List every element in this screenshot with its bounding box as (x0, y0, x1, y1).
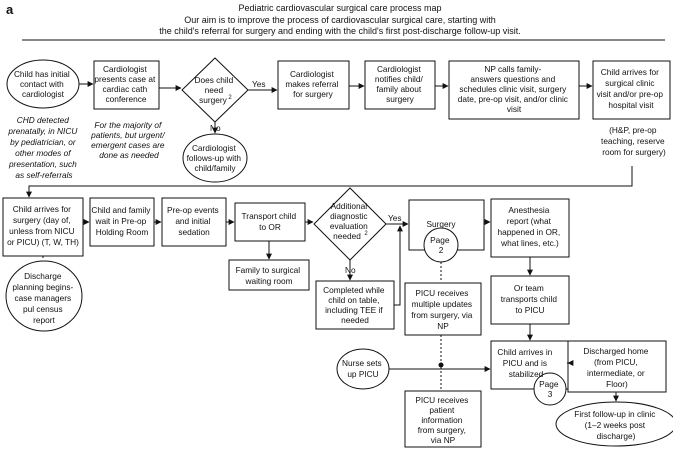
additional-eval-text: Additional diagnostic evaluation needed (330, 201, 370, 241)
cardio-follow-text: Cardiologist follows-up with child/famil… (187, 143, 244, 173)
majority-note-text: For the majority of patients, but urgent… (90, 120, 167, 160)
np-calls-text: NP calls family- answers questions and s… (458, 64, 571, 114)
aim-line-2: the child's referral for surgery and end… (159, 26, 521, 36)
additional-eval-superscript: 2 (364, 231, 368, 237)
panel-label: a (6, 2, 14, 17)
transport-or-text: Transport child to OR (242, 211, 299, 232)
cardio-presents-text: Cardiologist presents case at cardiac ca… (94, 64, 157, 104)
anesthesia-report-text: Anesthesia report (what happened in OR, … (497, 205, 562, 248)
holding-room-box (89, 197, 155, 247)
anesthesia-report-box (490, 198, 570, 258)
page3-connector (533, 372, 567, 406)
completed-table-text: Completed while child on table, includin… (323, 285, 387, 325)
arrives-picu-text: Child arrives in PICU and is stabilized (497, 347, 554, 379)
or-team-box (490, 275, 570, 325)
need-surgery-text: Does child need surgery (194, 75, 235, 105)
start-text: Child has initial contact with cardiolog… (14, 69, 72, 99)
first-followup-text: First follow-up in clinic (1–2 weeks pos… (574, 409, 657, 441)
arrow-completed-to-surgery (394, 225, 403, 306)
transport-or-box (234, 202, 306, 242)
no-label-1: No (210, 123, 221, 133)
discharge-planning-ellipse (5, 260, 83, 332)
cardio-presents-box (93, 60, 160, 110)
cardio-notifies-text: Cardiologist notifies child/ family abou… (375, 64, 425, 104)
cardio-follow-ellipse (182, 133, 248, 183)
discharge-planning-text: Discharge planning begins- case managers… (12, 271, 75, 325)
aim-line-1: Our aim is to improve the process of car… (184, 15, 496, 25)
arrives-clinic-text: Child arrives for surgical clinic visit … (597, 67, 666, 110)
holding-room-text: Child and family wait in Pre-op Holding … (91, 205, 152, 237)
arrives-surgery-text: Child arrives for surgery (day of, unles… (7, 204, 79, 247)
cardio-notifies-box (364, 60, 436, 110)
np-calls-box (448, 60, 580, 120)
nurse-sets-text: Nurse sets up PICU (342, 358, 384, 379)
arrives-surgery-box (2, 197, 84, 257)
picu-updates-box (404, 282, 482, 336)
or-team-text: Or team transports child to PICU (501, 283, 560, 315)
preop-events-text: Pre-op events and initial sedation (167, 205, 221, 237)
surgery-text: Surgery (426, 219, 456, 229)
chd-note-text: CHD detected prenatally, in NICU by pedi… (7, 115, 79, 180)
page2-text: Page 2 (430, 235, 452, 255)
discharged-home-box (567, 340, 667, 393)
cardio-referral-box (277, 60, 350, 110)
arrow-row1-to-row2 (26, 166, 633, 198)
picu-updates-text: PICU receives multiple updates from surg… (411, 288, 474, 331)
diagram-title: Pediatric cardiovascular surgical care p… (238, 3, 441, 13)
first-followup-ellipse (555, 401, 673, 447)
picu-info-box (404, 390, 482, 448)
family-waiting-text: Family to surgical waiting room (236, 265, 303, 286)
no-label-2: No (345, 265, 356, 275)
node-labels: Child has initial contact with cardiolog… (7, 64, 667, 445)
hp-note-text: (H&P, pre-op teaching, reserve room for … (601, 125, 667, 157)
yes-label-1: Yes (252, 79, 266, 89)
completed-table-box (315, 280, 395, 330)
discharged-home-text: Discharged home (from PICU, intermediate… (583, 346, 650, 389)
preop-events-box (161, 197, 227, 247)
yes-label-2: Yes (388, 213, 402, 223)
family-waiting-box (228, 259, 310, 291)
arrives-clinic-box (592, 60, 671, 120)
picu-info-text: PICU receives patient information from s… (415, 395, 470, 445)
junction-dot (438, 362, 444, 368)
page3-text: Page 3 (539, 379, 561, 399)
need-surgery-superscript: 2 (228, 95, 232, 101)
cardio-referral-text: Cardiologist makes referral for surgery (285, 69, 340, 99)
